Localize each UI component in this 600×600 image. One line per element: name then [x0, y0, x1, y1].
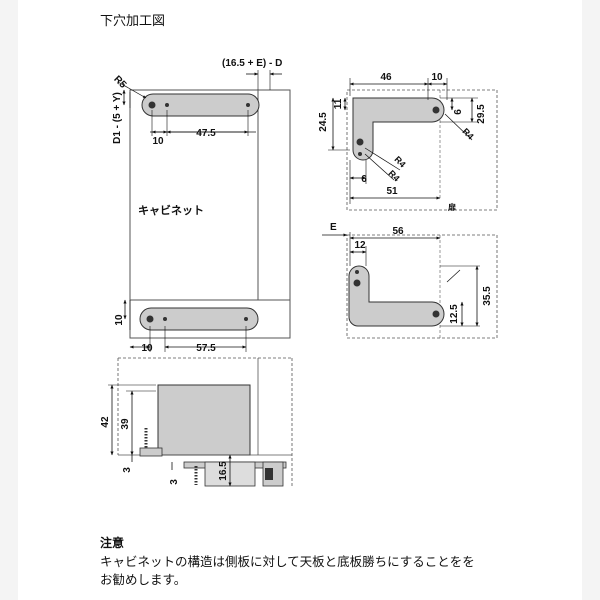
dim-46: 46 — [380, 72, 392, 83]
screw-hole — [355, 270, 359, 274]
dim-3-b: 3 — [169, 479, 180, 485]
note-line-1: キャビネットの構造は側板に対して天板と底板勝ちにすることをを — [100, 554, 475, 569]
screw-hole — [146, 315, 154, 323]
front-view: (16.5 + E) - D R5 D1 - (5 + Y) 10 47.5 キ… — [111, 58, 291, 354]
bracket-body — [157, 384, 251, 456]
cabinet-outline — [129, 89, 291, 339]
dim-r4-b: R4 — [393, 154, 408, 169]
dim-right-10: 10 — [431, 72, 443, 83]
screw-hole — [163, 317, 167, 321]
dim-6-v: 6 — [453, 109, 464, 115]
screw-hole — [246, 103, 250, 107]
dim-d1: D1 - (5 + Y) — [112, 92, 123, 144]
l-bracket-lower — [348, 265, 445, 327]
dim-upper-47-5: 47.5 — [196, 128, 216, 139]
right-top-view: 46 10 24.5 11 6 29.5 R4 R4 R4 6 51 扉 — [318, 72, 498, 212]
screw-hole — [165, 103, 169, 107]
dim-12: 12 — [354, 240, 366, 251]
dim-lower-57-5: 57.5 — [196, 343, 216, 354]
dim-16-5: 16.5 — [218, 461, 229, 481]
screw-hole — [432, 310, 440, 318]
screw-hole — [358, 152, 362, 156]
dim-56: 56 — [392, 226, 404, 237]
dim-lower-10-h: 10 — [141, 343, 153, 354]
screw-hole — [432, 106, 440, 114]
dim-39: 39 — [120, 418, 131, 430]
note-heading: 注意 — [100, 536, 125, 550]
dim-6-h: 6 — [361, 174, 367, 185]
dim-upper-10: 10 — [152, 136, 164, 147]
dim-29-5: 29.5 — [476, 104, 487, 124]
page-title: 下穴加工図 — [100, 14, 166, 29]
side-section-view: 42 39 3 3 16.5 — [100, 357, 293, 487]
dim-r5: R5 — [111, 74, 128, 91]
dim-lower-10-v: 10 — [114, 314, 125, 326]
dim-11: 11 — [333, 98, 344, 109]
dim-24-5: 24.5 — [318, 112, 329, 132]
dim-r4-c: R4 — [387, 168, 402, 183]
cabinet-label: キャビネット — [138, 203, 204, 217]
dim-42: 42 — [100, 416, 111, 428]
note-line-2: お勧めします。 — [100, 572, 187, 587]
screw-hole — [353, 279, 361, 287]
upper-mounting-plate — [141, 93, 260, 117]
screw-hole — [356, 138, 364, 146]
dim-r4-a: R4 — [461, 126, 476, 141]
lower-mounting-plate — [139, 307, 259, 331]
base-plate — [139, 447, 163, 457]
right-bottom-view: E 56 12 12.5 35.5 — [322, 222, 498, 339]
dim-3-a: 3 — [122, 467, 133, 473]
right-margin-band — [582, 0, 600, 600]
door-label: 扉 — [447, 202, 456, 212]
left-margin-band — [0, 0, 18, 600]
dim-35-5: 35.5 — [482, 286, 493, 306]
dim-top-offset: (16.5 + E) - D — [222, 58, 282, 69]
dim-51: 51 — [386, 186, 398, 197]
screw-hole — [244, 317, 248, 321]
l-bracket-upper — [352, 97, 445, 161]
dim-12-5: 12.5 — [449, 304, 460, 324]
dim-e: E — [330, 222, 337, 233]
screw-hole — [148, 101, 156, 109]
